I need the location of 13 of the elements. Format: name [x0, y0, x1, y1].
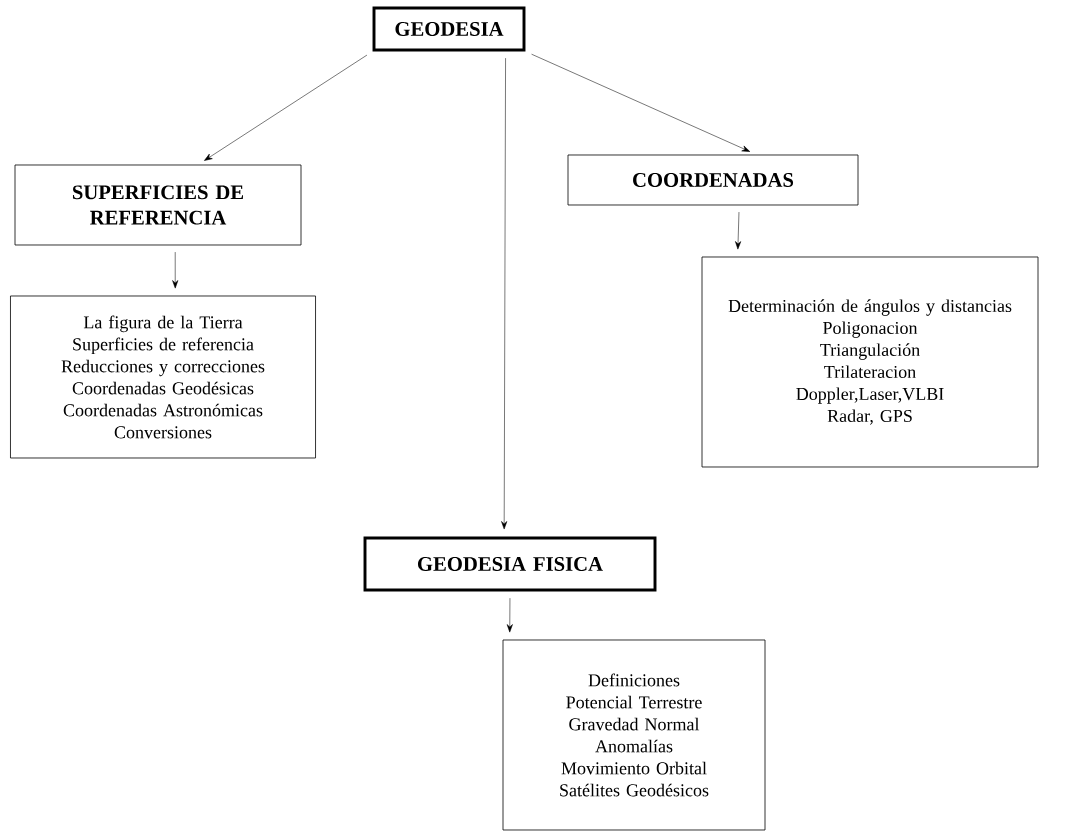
title-box: GEODESIA FISICA — [363, 536, 657, 592]
arrow — [204, 54, 368, 161]
list-box: La figura de la Tierra Superficies de referencia Reducciones y correcciones Coordenadas Geodésicas Coordenadas Astronómicas Conversiones — [10, 295, 316, 459]
title-box: SUPERFICIES DE REFERENCIA — [14, 164, 302, 246]
title-box: GEODESIA — [372, 6, 526, 52]
title-box: COORDENADAS — [567, 154, 859, 206]
arrow — [531, 53, 751, 152]
arrow — [735, 211, 742, 250]
arrow — [172, 251, 179, 289]
list-box: Determinación de ángulos y distancias Poligonacion Triangulación Trilateracion Doppler,Laser,VLBI Radar, GPS — [701, 256, 1039, 468]
arrow — [501, 57, 508, 530]
list-box: Definiciones Potencial Terrestre Gravedad Normal Anomalías Movimiento Orbital Satélites Geodésicos — [502, 639, 766, 831]
arrow — [506, 597, 513, 633]
